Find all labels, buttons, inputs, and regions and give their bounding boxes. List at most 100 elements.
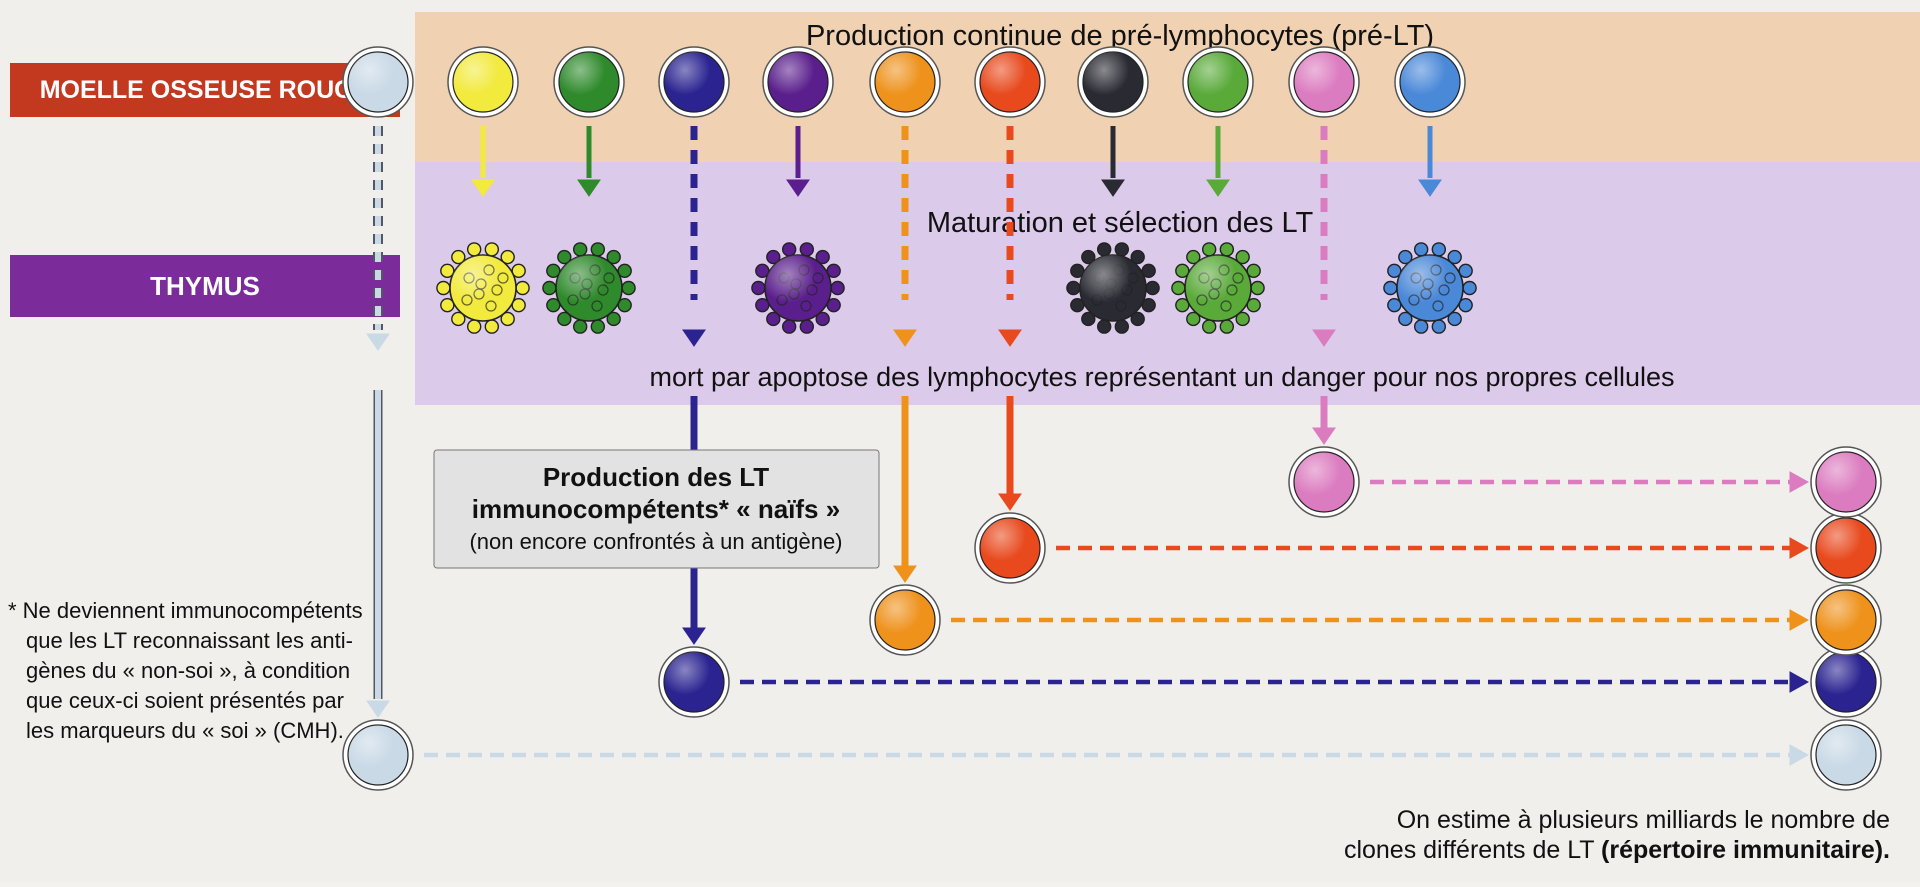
production-box: Production des LT immunocompétents* « na… bbox=[433, 449, 880, 569]
arrow-head-7 bbox=[998, 329, 1022, 347]
lt-clone-4-shine bbox=[1816, 652, 1876, 712]
thymus-label: THYMUS bbox=[150, 271, 260, 301]
apoptotic-cell-2-knob bbox=[466, 319, 482, 334]
pre-lymphocyte-5-shine bbox=[768, 52, 828, 112]
clone-arrow-head-7 bbox=[1789, 537, 1810, 559]
apoptotic-cell-3-shine bbox=[556, 255, 622, 321]
apoptotic-cell-11-knob bbox=[1387, 263, 1402, 279]
apoptotic-cell-11-knob bbox=[1458, 263, 1473, 279]
apoptotic-cell-3-knob bbox=[557, 249, 572, 265]
naive-lt-7-shine bbox=[980, 518, 1040, 578]
footnote: * Ne deviennent immunocompétents que les… bbox=[8, 598, 363, 743]
bottom-note-line2-normal: clones différents de LT bbox=[1344, 836, 1601, 864]
apoptotic-cell-3-knob bbox=[542, 280, 557, 296]
arrow-lower-head-1 bbox=[366, 700, 390, 718]
apoptotic-cell-2-knob bbox=[484, 242, 500, 257]
apoptotic-cell-11-knob bbox=[1387, 297, 1402, 313]
arrow-head-5 bbox=[786, 179, 810, 197]
apoptotic-cell-2-knob bbox=[451, 311, 466, 327]
apoptotic-cell-2-knob bbox=[511, 297, 526, 313]
apoptotic-cell-2-knob bbox=[511, 263, 526, 279]
lt-clone-10-shine bbox=[1816, 452, 1876, 512]
pre-lymphocyte-2-shine bbox=[453, 52, 513, 112]
bottom-note-line2: clones différents de LT (répertoire immu… bbox=[1344, 836, 1890, 864]
apoptotic-cell-9-knob bbox=[1186, 249, 1201, 265]
lt-clone-6-shine bbox=[1816, 590, 1876, 650]
apoptotic-cell-9-knob bbox=[1201, 242, 1217, 257]
apoptotic-cell-5-knob bbox=[766, 311, 781, 327]
arrow-lower-head-10 bbox=[1312, 427, 1336, 445]
naive-lt-1-shine bbox=[348, 725, 408, 785]
production-box-line2: immunocompétents* « naïfs » bbox=[472, 494, 840, 524]
naive-lt-6-shine bbox=[875, 590, 935, 650]
bottom-note-line2-bold: (répertoire immunitaire). bbox=[1601, 836, 1890, 864]
apoptotic-cell-11-knob bbox=[1458, 297, 1473, 313]
naive-lt-10-shine bbox=[1294, 452, 1354, 512]
apoptotic-cell-2-knob bbox=[436, 280, 451, 296]
apoptotic-cell-9-knob bbox=[1186, 311, 1201, 327]
apoptotic-cell-11-knob bbox=[1413, 242, 1429, 257]
footnote-line4: que ceux-ci soient présentés par bbox=[26, 688, 344, 713]
arrow-head-1 bbox=[366, 333, 390, 351]
pre-lymphocyte-7-shine bbox=[980, 52, 1040, 112]
production-box-line1: Production des LT bbox=[543, 462, 769, 492]
apoptotic-cell-2-knob bbox=[451, 249, 466, 265]
apoptotic-cell-3-knob bbox=[546, 297, 561, 313]
pre-lymphocyte-6-shine bbox=[875, 52, 935, 112]
clone-arrow-head-6 bbox=[1789, 609, 1810, 631]
arrow-head-3 bbox=[577, 179, 601, 197]
apoptotic-cell-5-shine bbox=[765, 255, 831, 321]
apoptotic-cell-8-knob bbox=[1141, 297, 1156, 313]
naive-lt-4-shine bbox=[664, 652, 724, 712]
apoptotic-cell-2-knob bbox=[466, 242, 482, 257]
bottom-note: On estime à plusieurs milliards le nombr… bbox=[1344, 806, 1890, 864]
pre-lymphocyte-11-shine bbox=[1400, 52, 1460, 112]
apoptotic-cell-9-knob bbox=[1235, 249, 1250, 265]
apoptotic-cell-9-knob bbox=[1175, 263, 1190, 279]
arrow-lower-head-6 bbox=[893, 565, 917, 583]
apoptotic-cell-8-knob bbox=[1130, 249, 1145, 265]
arrow-head-9 bbox=[1206, 179, 1230, 197]
apoptotic-cell-2-knob bbox=[515, 280, 530, 296]
apoptotic-cell-5-knob bbox=[755, 263, 770, 279]
apoptotic-cell-3-knob bbox=[557, 311, 572, 327]
pre-lymphocyte-8-shine bbox=[1083, 52, 1143, 112]
cell-flows bbox=[342, 46, 1882, 791]
arrow-head-6 bbox=[893, 329, 917, 347]
apoptotic-cell-2-knob bbox=[440, 297, 455, 313]
apoptotic-cell-11-knob bbox=[1398, 249, 1413, 265]
clone-arrow-head-10 bbox=[1789, 471, 1810, 493]
apoptotic-cell-9-shine bbox=[1185, 255, 1251, 321]
apoptotic-cell-3-knob bbox=[572, 242, 588, 257]
apoptotic-cell-9-knob bbox=[1235, 311, 1250, 327]
pre-lymphocyte-10-shine bbox=[1294, 52, 1354, 112]
apoptotic-cell-8-knob bbox=[1114, 242, 1130, 257]
apoptotic-cell-11-knob bbox=[1447, 311, 1462, 327]
apoptotic-cell-8-knob bbox=[1096, 319, 1112, 334]
apoptosis-text: mort par apoptose des lymphocytes représ… bbox=[649, 362, 1674, 392]
thymus-band bbox=[415, 162, 1920, 405]
arrow-head-11 bbox=[1418, 179, 1442, 197]
footnote-line3: gènes du « non-soi », à condition bbox=[26, 658, 350, 683]
apoptotic-cell-2-knob bbox=[500, 249, 515, 265]
apoptotic-cell-5-knob bbox=[781, 242, 797, 257]
apoptotic-cell-3-knob bbox=[546, 263, 561, 279]
apoptotic-cell-9-knob bbox=[1246, 297, 1261, 313]
apoptotic-cell-8-knob bbox=[1130, 311, 1145, 327]
apoptotic-cell-5-knob bbox=[826, 297, 841, 313]
arrow-head-4 bbox=[682, 329, 706, 347]
apoptotic-cell-5-knob bbox=[799, 319, 815, 334]
apoptotic-cell-11-knob bbox=[1462, 280, 1477, 296]
apoptotic-cell-8-knob bbox=[1081, 249, 1096, 265]
apoptotic-cell-2-knob bbox=[500, 311, 515, 327]
apoptotic-cell-9-knob bbox=[1171, 280, 1186, 296]
moelle-label-box bbox=[10, 63, 400, 117]
arrow-head-10 bbox=[1312, 329, 1336, 347]
apoptotic-cell-3-knob bbox=[572, 319, 588, 334]
apoptotic-cell-9-knob bbox=[1219, 319, 1235, 334]
apoptotic-cell-8-shine bbox=[1080, 255, 1146, 321]
apoptotic-cell-5-knob bbox=[766, 249, 781, 265]
pre-lymphocyte-4-shine bbox=[664, 52, 724, 112]
pre-lymphocyte-9-shine bbox=[1188, 52, 1248, 112]
bottom-note-line1: On estime à plusieurs milliards le nombr… bbox=[1397, 806, 1890, 834]
